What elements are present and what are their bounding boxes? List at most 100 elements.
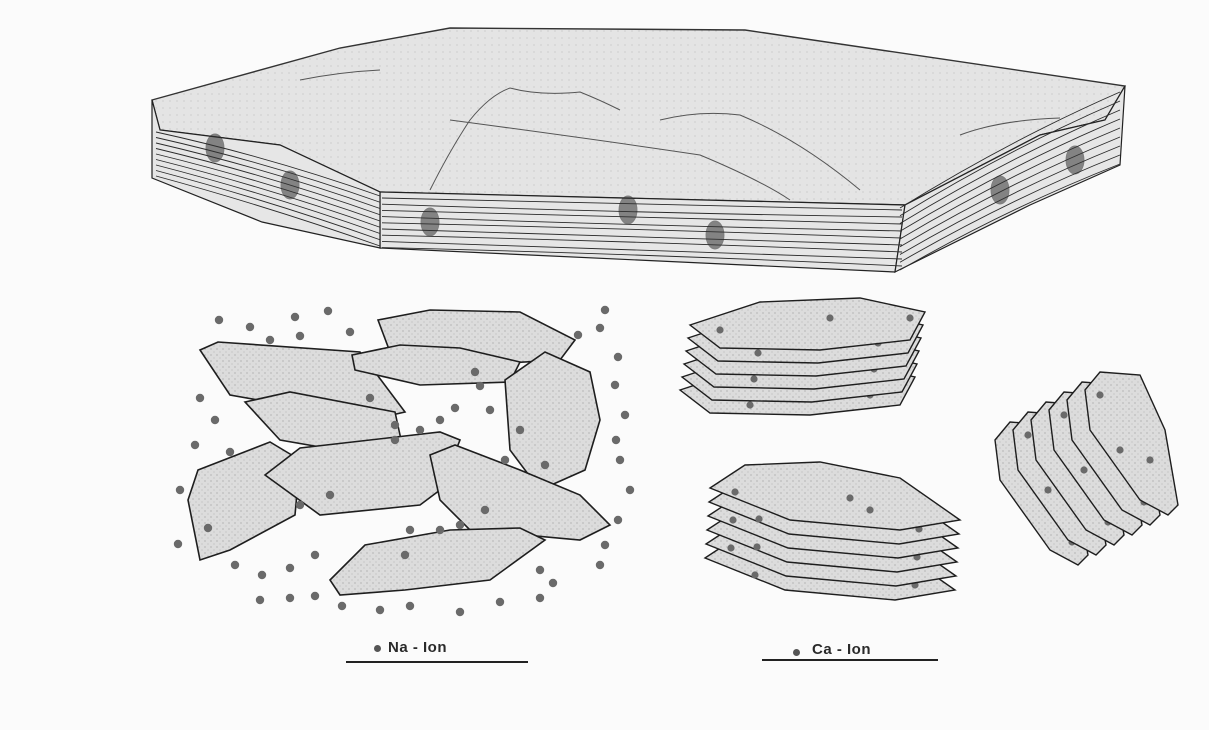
na-ion bbox=[311, 592, 319, 600]
na-ion bbox=[549, 579, 557, 587]
na-ion bbox=[215, 316, 223, 324]
na-ion bbox=[456, 608, 464, 616]
na-ion bbox=[246, 323, 254, 331]
na-ion bbox=[621, 411, 629, 419]
clay-platelet bbox=[690, 298, 925, 350]
na-ion bbox=[456, 521, 464, 529]
na-ion bbox=[614, 353, 622, 361]
strata-smudge bbox=[619, 196, 637, 224]
ca-ion bbox=[750, 375, 757, 382]
ca-ion-stacked-clay bbox=[680, 298, 1178, 600]
na-ion bbox=[626, 486, 634, 494]
na-ion bbox=[614, 516, 622, 524]
na-ion bbox=[296, 332, 304, 340]
na-ion bbox=[256, 596, 264, 604]
ca-ion bbox=[729, 516, 736, 523]
na-ion-legend-underline bbox=[346, 661, 528, 663]
na-ion bbox=[326, 491, 334, 499]
na-ion bbox=[324, 307, 332, 315]
ca-stack-top bbox=[680, 298, 925, 415]
na-ion bbox=[291, 313, 299, 321]
na-ion bbox=[226, 448, 234, 456]
strata-smudge bbox=[991, 176, 1009, 204]
na-ion bbox=[596, 324, 604, 332]
ca-ion-legend-underline bbox=[762, 659, 938, 661]
na-ion bbox=[258, 571, 266, 579]
na-ion bbox=[191, 441, 199, 449]
na-ion bbox=[286, 594, 294, 602]
na-ion bbox=[346, 328, 354, 336]
na-ion bbox=[536, 566, 544, 574]
ca-ion bbox=[1146, 456, 1153, 463]
na-ion bbox=[536, 594, 544, 602]
strata-smudge bbox=[421, 208, 439, 236]
na-platelets bbox=[188, 310, 610, 595]
ca-ion bbox=[753, 543, 760, 550]
ca-stack-bottom bbox=[705, 462, 960, 600]
na-ion bbox=[391, 436, 399, 444]
na-ion bbox=[391, 421, 399, 429]
ca-ion bbox=[1044, 486, 1051, 493]
ca-stack-tilted bbox=[995, 372, 1178, 565]
na-ion bbox=[366, 394, 374, 402]
ca-ion bbox=[1080, 466, 1087, 473]
ca-ion bbox=[846, 494, 853, 501]
ca-ion bbox=[866, 506, 873, 513]
na-ion bbox=[211, 416, 219, 424]
ca-ion bbox=[1024, 431, 1031, 438]
na-ion bbox=[501, 456, 509, 464]
ca-ion bbox=[1116, 446, 1123, 453]
na-ion bbox=[406, 526, 414, 534]
na-ion bbox=[436, 416, 444, 424]
na-ion bbox=[376, 606, 384, 614]
ca-ion bbox=[731, 488, 738, 495]
ca-ion bbox=[1060, 411, 1067, 418]
ca-ion bbox=[1096, 391, 1103, 398]
strata-smudge bbox=[281, 171, 299, 199]
na-ion bbox=[176, 486, 184, 494]
na-ion bbox=[436, 526, 444, 534]
na-ion bbox=[338, 602, 346, 610]
na-ion bbox=[196, 394, 204, 402]
na-ion bbox=[616, 456, 624, 464]
na-ion bbox=[286, 564, 294, 572]
na-ion bbox=[481, 506, 489, 514]
na-ion bbox=[611, 381, 619, 389]
ca-ion bbox=[826, 314, 833, 321]
strata-smudge bbox=[206, 134, 224, 162]
na-ion bbox=[516, 426, 524, 434]
na-ion-legend-label: Na - Ion bbox=[388, 639, 447, 656]
na-ion bbox=[596, 561, 604, 569]
ca-ion bbox=[727, 544, 734, 551]
na-ion-legend-dot bbox=[374, 645, 381, 652]
na-ion bbox=[541, 461, 549, 469]
clay-platelet bbox=[188, 442, 300, 560]
ca-ion bbox=[754, 349, 761, 356]
na-ion bbox=[311, 551, 319, 559]
na-ion bbox=[296, 501, 304, 509]
layered-clay-slab bbox=[152, 28, 1125, 272]
na-ion bbox=[612, 436, 620, 444]
ca-ion bbox=[906, 314, 913, 321]
na-ion bbox=[471, 368, 479, 376]
ca-ion bbox=[751, 571, 758, 578]
na-ion bbox=[401, 551, 409, 559]
na-ion bbox=[406, 602, 414, 610]
na-ion bbox=[486, 406, 494, 414]
ca-ion bbox=[746, 401, 753, 408]
na-ion bbox=[574, 331, 582, 339]
ca-ion bbox=[755, 515, 762, 522]
ca-ion bbox=[716, 326, 723, 333]
na-ion bbox=[451, 404, 459, 412]
na-ion bbox=[174, 540, 182, 548]
na-ion bbox=[204, 524, 212, 532]
na-ion bbox=[601, 306, 609, 314]
strata-smudge bbox=[1066, 146, 1084, 174]
na-ion bbox=[266, 336, 274, 344]
na-ion-dispersed-clay bbox=[174, 306, 634, 616]
na-ion bbox=[231, 561, 239, 569]
na-ion bbox=[601, 541, 609, 549]
na-ion bbox=[416, 426, 424, 434]
